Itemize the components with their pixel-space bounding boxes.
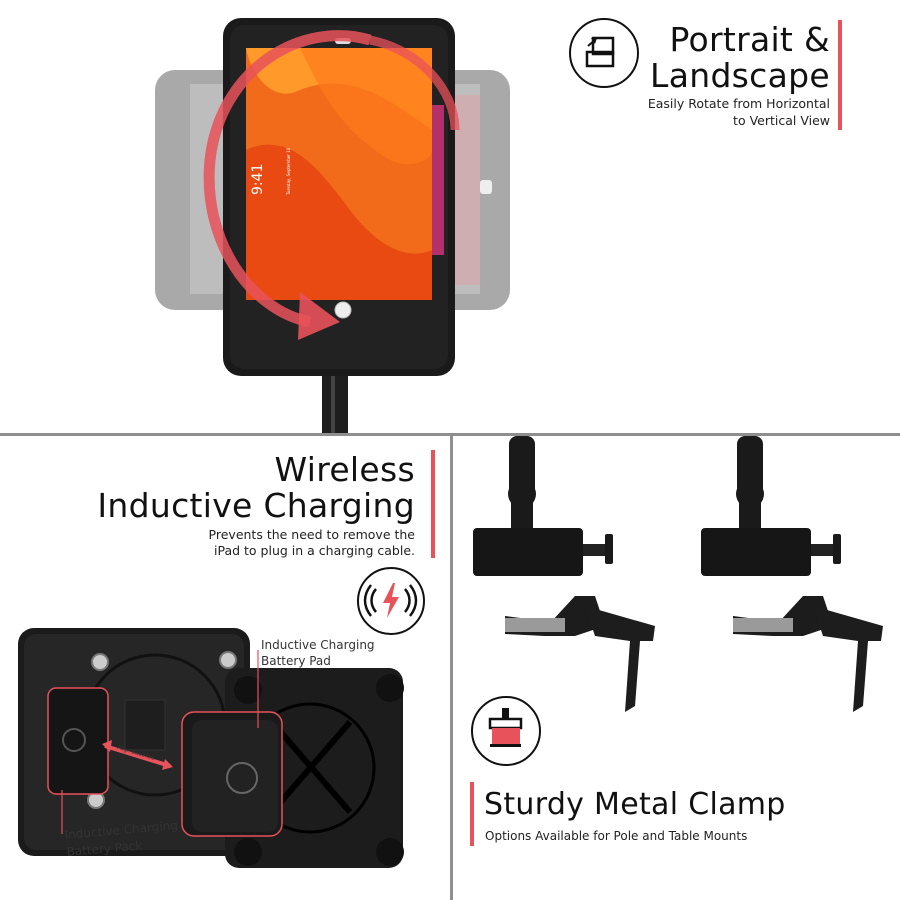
clamp-mount-icon bbox=[471, 696, 541, 766]
clamp-illustration-right bbox=[701, 436, 883, 712]
wireless-charging-icon bbox=[357, 567, 425, 635]
portrait-subtitle-line2: to Vertical View bbox=[733, 113, 830, 128]
portrait-title-line1: Portrait & bbox=[669, 20, 830, 59]
callout-pad-line1: Inductive Charging bbox=[261, 638, 375, 652]
portrait-accent-bar bbox=[838, 20, 842, 130]
portrait-subtitle-line1: Easily Rotate from Horizontal bbox=[647, 96, 830, 111]
screen-time: 9:41 bbox=[250, 164, 266, 195]
vertical-divider bbox=[450, 433, 453, 900]
clamp-subtitle: Options Available for Pole and Table Mou… bbox=[485, 829, 748, 843]
wireless-accent-bar bbox=[431, 450, 435, 558]
portrait-title-line2: Landscape bbox=[650, 56, 830, 95]
charging-battery-illustration bbox=[18, 628, 404, 868]
clamp-accent-bar bbox=[470, 782, 474, 846]
rotate-orientation-icon bbox=[569, 18, 639, 88]
callout-pad-line2: Battery Pad bbox=[261, 654, 331, 668]
wireless-subtitle-line2: iPad to plug in a charging cable. bbox=[214, 543, 415, 558]
wireless-title-line2: Inductive Charging bbox=[97, 486, 415, 525]
screen-date: Tuesday, September 10 bbox=[286, 147, 291, 196]
rotating-tablet-illustration: 9:41 Tuesday, September 10 bbox=[155, 18, 510, 433]
wireless-subtitle-line1: Prevents the need to remove the bbox=[208, 527, 415, 542]
clamp-illustration-left bbox=[473, 436, 655, 712]
wireless-title-line1: Wireless bbox=[274, 450, 415, 489]
clamp-title: Sturdy Metal Clamp bbox=[484, 787, 786, 822]
